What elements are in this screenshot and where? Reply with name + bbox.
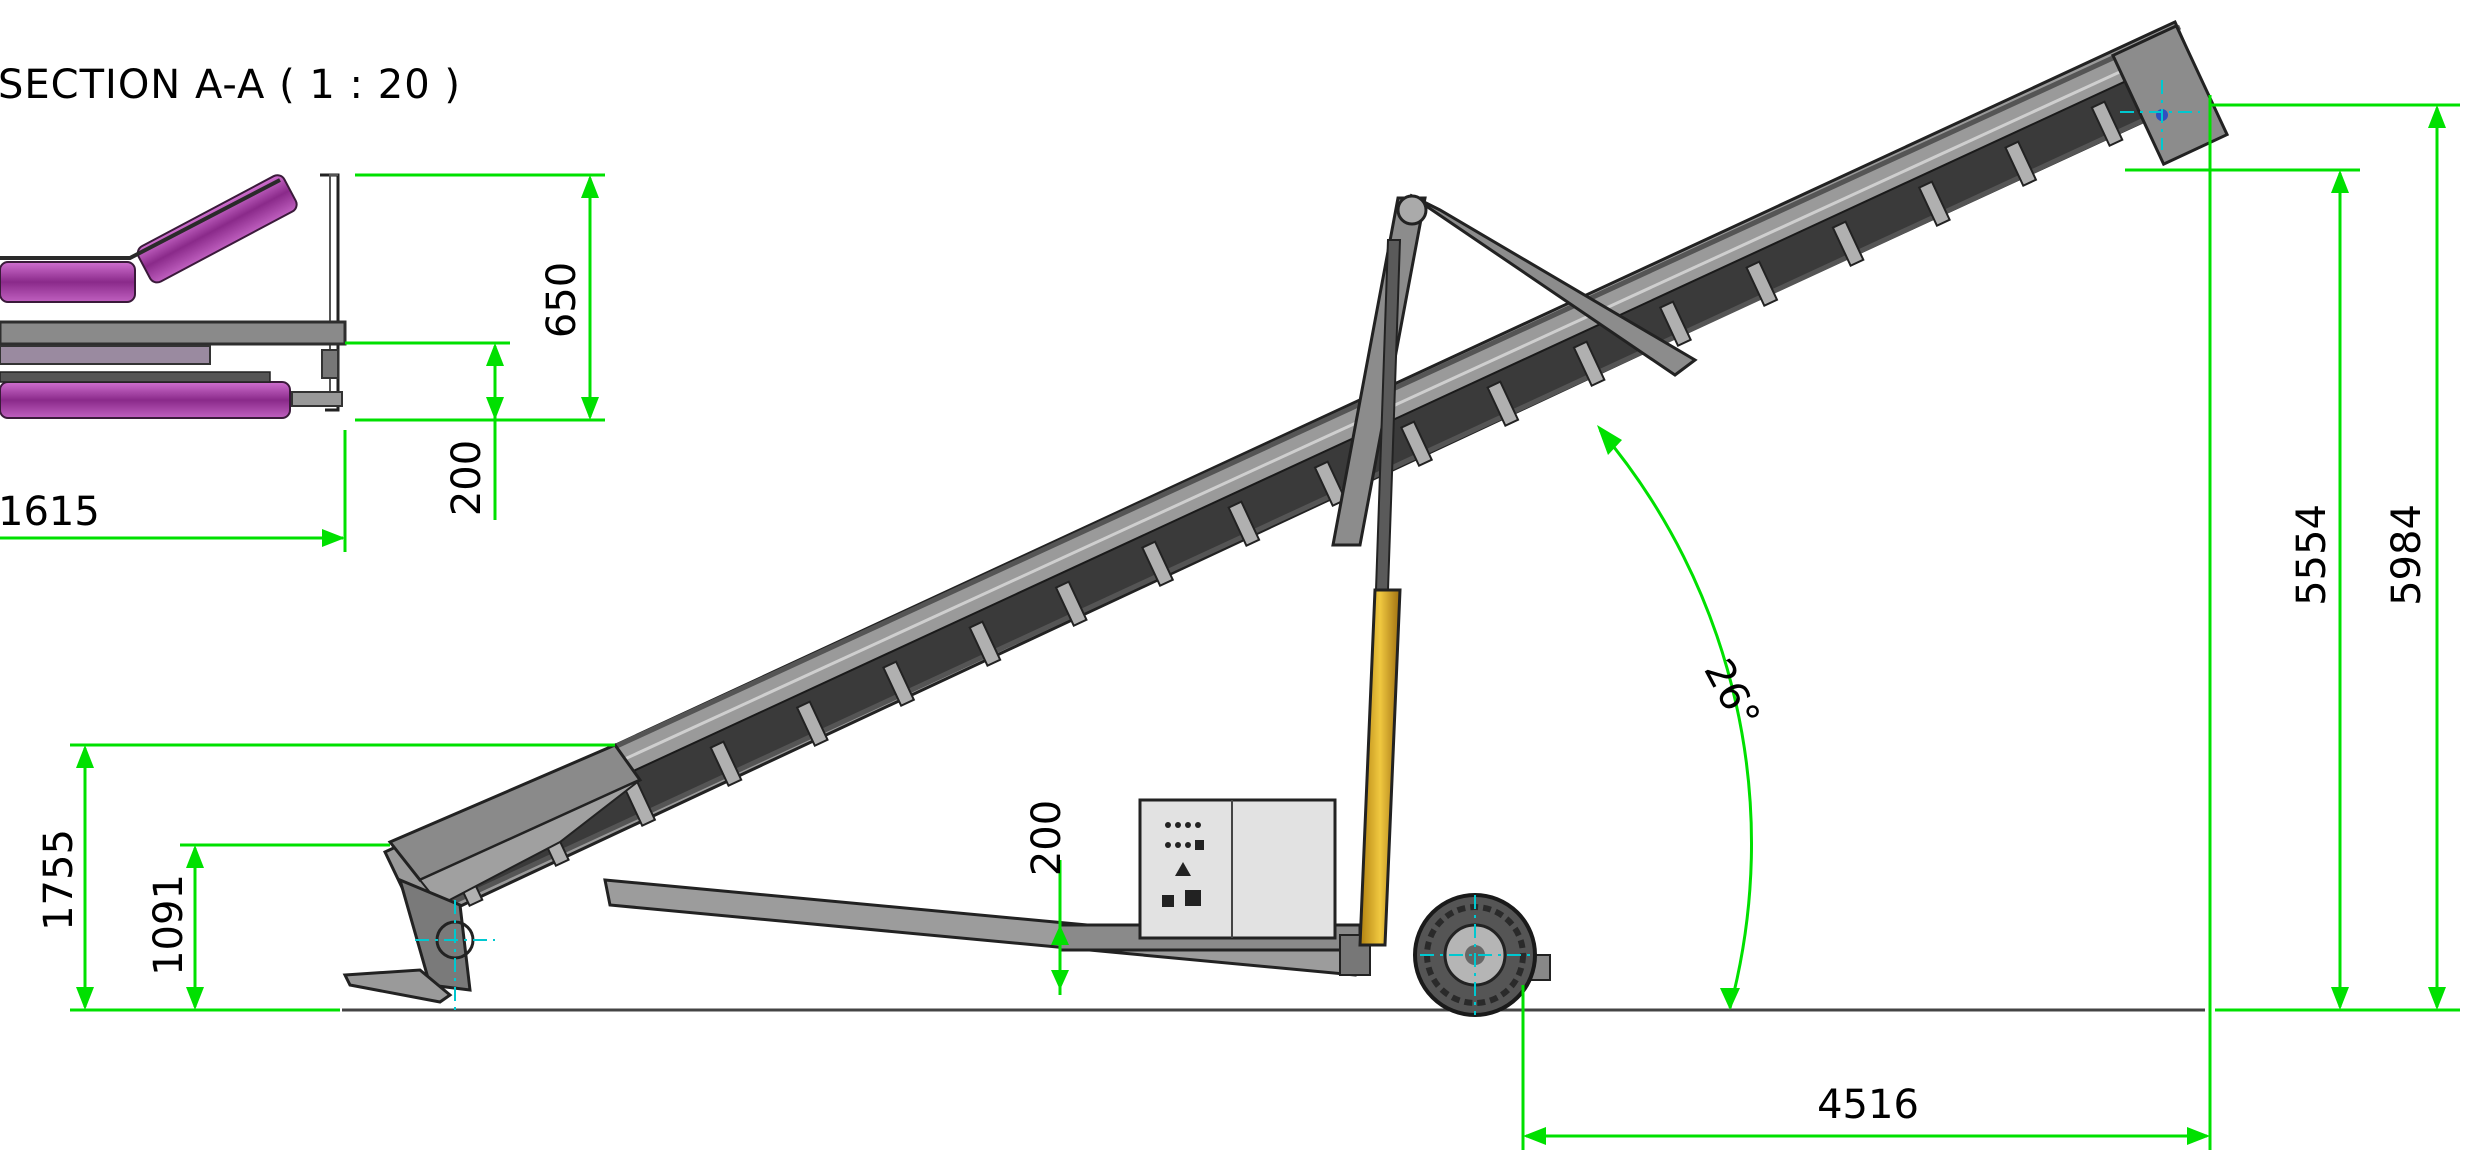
dimension-200-frame: 200 [1024, 800, 1070, 995]
dim-label-4516: 4516 [1817, 1082, 1919, 1128]
idler-station [1054, 580, 1088, 627]
idler-station [1831, 220, 1865, 267]
control-box [1138, 798, 1337, 940]
dim-label-angle: 26° [1695, 652, 1769, 736]
chassis-frame [603, 878, 1551, 981]
troughing-idler [0, 173, 347, 419]
dimension-650: 650 [355, 173, 605, 422]
dim-label-5984: 5984 [2384, 504, 2430, 606]
dimension-1091: 1091 [146, 843, 390, 1010]
idler-station [2004, 140, 2038, 187]
dimension-1615: 1615 [0, 430, 347, 552]
dimension-1755: 1755 [36, 743, 615, 1012]
idler-station [1658, 300, 1693, 347]
center-lines [415, 80, 2200, 1015]
section-view: SECTION A-A ( 1 : 20 ) [0, 62, 605, 552]
idler-station [968, 620, 1002, 667]
dim-label-5554: 5554 [2289, 504, 2335, 606]
dim-label-1615: 1615 [0, 489, 100, 535]
control-panel-icon [1162, 822, 1204, 907]
dimension-angle: 26° [1597, 425, 1768, 1010]
dimension-4516: 4516 [1521, 95, 2212, 1150]
idler-station [709, 740, 743, 787]
dim-label-200-section: 200 [444, 440, 490, 516]
support-strut [1331, 193, 1698, 547]
dim-label-1755: 1755 [36, 829, 82, 931]
idler-station [1486, 380, 1520, 427]
idler-station [1227, 500, 1261, 547]
dim-label-200-frame: 200 [1024, 800, 1070, 876]
idler-station [1141, 540, 1175, 587]
idler-station [2090, 100, 2124, 147]
idler-station [882, 660, 916, 707]
idler-station [1572, 340, 1606, 387]
conveyor-boom [382, 19, 2230, 927]
section-title: SECTION A-A ( 1 : 20 ) [0, 62, 461, 108]
dimension-200-section: 200 [345, 341, 510, 520]
idler-station [1917, 180, 1951, 227]
hydraulic-cylinder [1358, 239, 1402, 947]
idler-station [1399, 420, 1434, 467]
idler-station [795, 700, 829, 747]
dimension-5984: 5984 [2210, 103, 2460, 1012]
idler-station [1313, 460, 1347, 507]
dimension-5554: 5554 [2125, 168, 2360, 1012]
idler-station [1745, 260, 1779, 307]
feed-hopper [342, 743, 643, 1004]
dim-label-1091: 1091 [146, 874, 192, 976]
dim-label-650: 650 [539, 262, 585, 338]
